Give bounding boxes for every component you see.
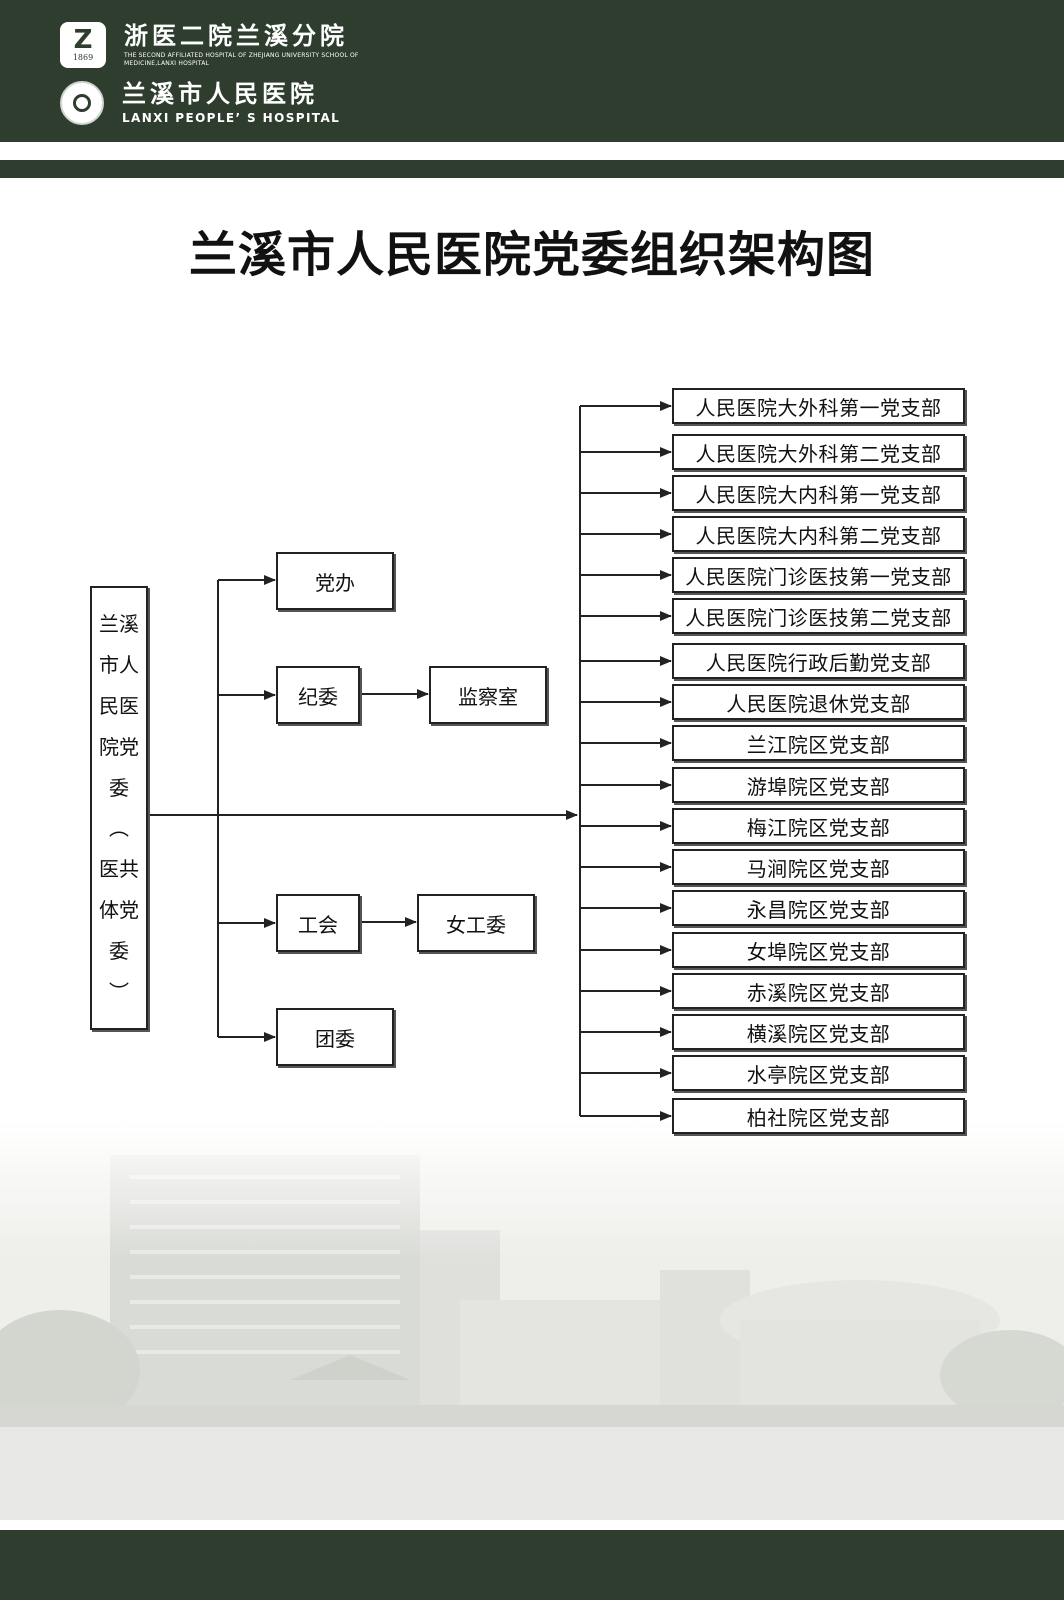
zju-badge-icon: Z 1869	[60, 22, 106, 68]
party-branch-box: 人民医院大外科第二党支部	[672, 434, 965, 470]
root-text-line: 委	[109, 939, 129, 964]
youth-league-box: 团委	[276, 1008, 394, 1066]
logo1-name: 浙医二院兰溪分院	[124, 22, 348, 50]
root-text-line: 院党	[99, 734, 139, 759]
party-branch-box: 马涧院区党支部	[672, 849, 965, 885]
supervision-office-box: 监察室	[429, 666, 547, 724]
root-party-committee: 兰溪市人民医院党委︵医共体党委︶	[90, 586, 148, 1030]
women-workers-box: 女工委	[417, 894, 535, 952]
party-branch-box: 人民医院门诊医技第一党支部	[672, 557, 965, 593]
logo2-english: LANXI PEOPLE’ S HOSPITAL	[122, 111, 341, 125]
party-branch-box: 人民医院大内科第二党支部	[672, 516, 965, 552]
hospital-seal-icon	[60, 81, 104, 125]
logo2-name: 兰溪市人民医院	[122, 80, 318, 108]
party-office-box: 党办	[276, 552, 394, 610]
party-branch-box: 梅江院区党支部	[672, 808, 965, 844]
party-branch-box: 永昌院区党支部	[672, 890, 965, 926]
party-branch-box: 赤溪院区党支部	[672, 973, 965, 1009]
party-branch-box: 游埠院区党支部	[672, 767, 965, 803]
party-branch-box: 人民医院退休党支部	[672, 684, 965, 720]
party-branch-box: 柏社院区党支部	[672, 1098, 965, 1134]
discipline-committee-box: 纪委	[276, 666, 360, 724]
logo1-english: THE SECOND AFFILIATED HOSPITAL OF ZHEJIA…	[124, 52, 359, 67]
trade-union-box: 工会	[276, 894, 360, 952]
party-branch-box: 人民医院大内科第一党支部	[672, 475, 965, 511]
header-stripe	[0, 160, 1064, 178]
root-text-line: ︶	[109, 980, 129, 1005]
party-branch-box: 兰江院区党支部	[672, 725, 965, 761]
party-branch-box: 人民医院行政后勤党支部	[672, 643, 965, 679]
party-branch-box: 横溪院区党支部	[672, 1014, 965, 1050]
root-text-line: 兰溪	[99, 611, 139, 636]
party-branch-box: 人民医院大外科第一党支部	[672, 388, 965, 424]
root-text-line: 体党	[99, 898, 139, 923]
party-branch-box: 人民医院门诊医技第二党支部	[672, 598, 965, 634]
footer-band	[0, 1530, 1064, 1600]
root-text-line: 医共	[99, 857, 139, 882]
party-branch-box: 水亭院区党支部	[672, 1055, 965, 1091]
root-text-line: ︵	[109, 816, 129, 841]
root-text-line: 市人	[99, 652, 139, 677]
root-text-line: 委	[109, 775, 129, 800]
root-text-line: 民医	[99, 693, 139, 718]
badge-mark: Z	[73, 25, 93, 55]
header-banner: Z 1869 浙医二院兰溪分院 THE SECOND AFFILIATED HO…	[0, 0, 1064, 142]
zju-logo: Z 1869 浙医二院兰溪分院 THE SECOND AFFILIATED HO…	[60, 22, 369, 68]
party-branch-box: 女埠院区党支部	[672, 932, 965, 968]
hospital-photo-background	[0, 1120, 1064, 1520]
page-title: 兰溪市人民医院党委组织架构图	[188, 227, 875, 283]
lanxi-logo: 兰溪市人民医院 LANXI PEOPLE’ S HOSPITAL	[60, 80, 340, 126]
badge-year: 1869	[72, 53, 94, 62]
